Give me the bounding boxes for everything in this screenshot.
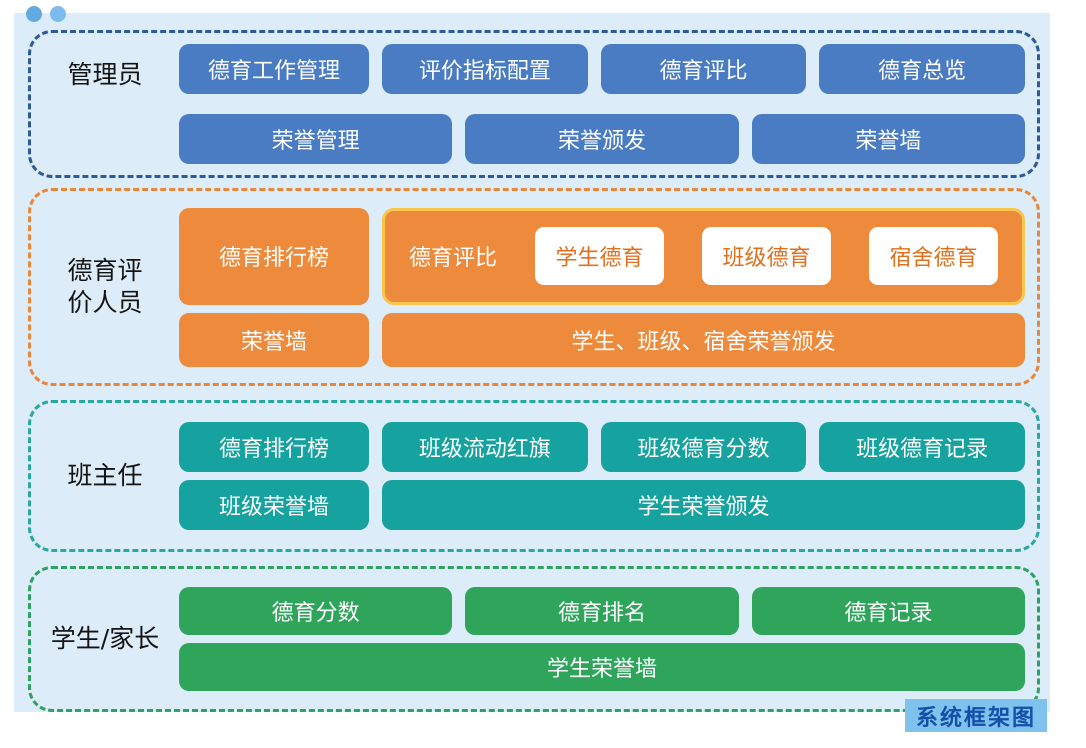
section-student-parent: 学生/家长 德育分数 德育排名 德育记录 学生荣誉墙 (28, 566, 1040, 712)
module-evaluation-index-config: 评价指标配置 (382, 44, 588, 94)
module-honor-issuance-all: 学生、班级、宿舍荣誉颁发 (382, 312, 1025, 367)
evaluator-row-1: 德育排行榜 德育评比 学生德育 班级德育 宿舍德育 (179, 207, 1025, 305)
decorative-dot-icon (50, 6, 66, 22)
section-teacher-label: 班主任 (67, 460, 143, 490)
teacher-row-2: 班级荣誉墙 学生荣誉颁发 (179, 480, 1025, 530)
module-honor-wall-evaluator: 荣誉墙 (179, 312, 369, 367)
module-moral-record: 德育记录 (751, 587, 1025, 635)
module-class-moral: 班级德育 (702, 227, 832, 285)
teacher-row-1: 德育排行榜 班级流动红旗 班级德育分数 班级德育记录 (179, 422, 1026, 472)
section-admin-label: 管理员 (67, 60, 143, 89)
section-evaluator: 德育评 价人员 德育排行榜 德育评比 学生德育 班级德育 宿舍德育 荣誉墙 学生… (28, 188, 1040, 386)
student-row-2: 学生荣誉墙 (179, 643, 1025, 691)
module-class-moral-record: 班级德育记录 (819, 422, 1026, 472)
module-dorm-moral: 宿舍德育 (869, 227, 999, 285)
section-admin: 管理员 德育工作管理 评价指标配置 德育评比 德育总览 荣誉管理 荣誉颁发 荣誉… (28, 30, 1040, 178)
section-admin-content: 德育工作管理 评价指标配置 德育评比 德育总览 荣誉管理 荣誉颁发 荣誉墙 (179, 44, 1026, 164)
module-moral-rank: 德育排名 (465, 587, 739, 635)
module-student-honor-issuance: 学生荣誉颁发 (382, 480, 1025, 530)
module-moral-ranking-teacher: 德育排行榜 (179, 422, 369, 472)
module-moral-score: 德育分数 (179, 587, 453, 635)
module-moral-work-management: 德育工作管理 (179, 44, 369, 94)
moral-evaluation-group-label: 德育评比 (409, 246, 498, 271)
module-honor-issuance: 荣誉颁发 (465, 114, 739, 164)
module-honor-wall: 荣誉墙 (751, 114, 1025, 164)
section-evaluator-content: 德育排行榜 德育评比 学生德育 班级德育 宿舍德育 荣誉墙 学生、班级、宿舍荣誉… (179, 207, 1025, 367)
module-honor-management: 荣誉管理 (179, 114, 453, 164)
module-moral-evaluation-group: 德育评比 学生德育 班级德育 宿舍德育 (382, 207, 1025, 305)
section-student-content: 德育分数 德育排名 德育记录 学生荣誉墙 (179, 587, 1025, 691)
module-moral-evaluation: 德育评比 (600, 44, 807, 94)
section-teacher: 班主任 德育排行榜 班级流动红旗 班级德育分数 班级德育记录 班级荣誉墙 学生荣… (28, 400, 1040, 552)
module-class-honor-wall: 班级荣誉墙 (179, 480, 369, 530)
admin-row-2: 荣誉管理 荣誉颁发 荣誉墙 (179, 114, 1025, 164)
module-class-moral-score: 班级德育分数 (600, 422, 807, 472)
decorative-dot-icon (26, 6, 42, 22)
evaluator-row-2: 荣誉墙 学生、班级、宿舍荣誉颁发 (179, 312, 1025, 367)
module-student-honor-wall: 学生荣誉墙 (179, 643, 1025, 691)
module-moral-overview: 德育总览 (819, 44, 1026, 94)
module-student-moral: 学生德育 (535, 227, 665, 285)
module-class-red-flag: 班级流动红旗 (382, 422, 588, 472)
student-row-1: 德育分数 德育排名 德育记录 (179, 587, 1025, 635)
diagram-caption: 系统框架图 (905, 699, 1047, 732)
section-evaluator-label: 德育评 价人员 (67, 255, 143, 318)
module-moral-ranking: 德育排行榜 (179, 207, 369, 305)
admin-row-1: 德育工作管理 评价指标配置 德育评比 德育总览 (179, 44, 1026, 94)
section-teacher-content: 德育排行榜 班级流动红旗 班级德育分数 班级德育记录 班级荣誉墙 学生荣誉颁发 (179, 422, 1026, 530)
section-student-parent-label: 学生/家长 (50, 623, 160, 653)
